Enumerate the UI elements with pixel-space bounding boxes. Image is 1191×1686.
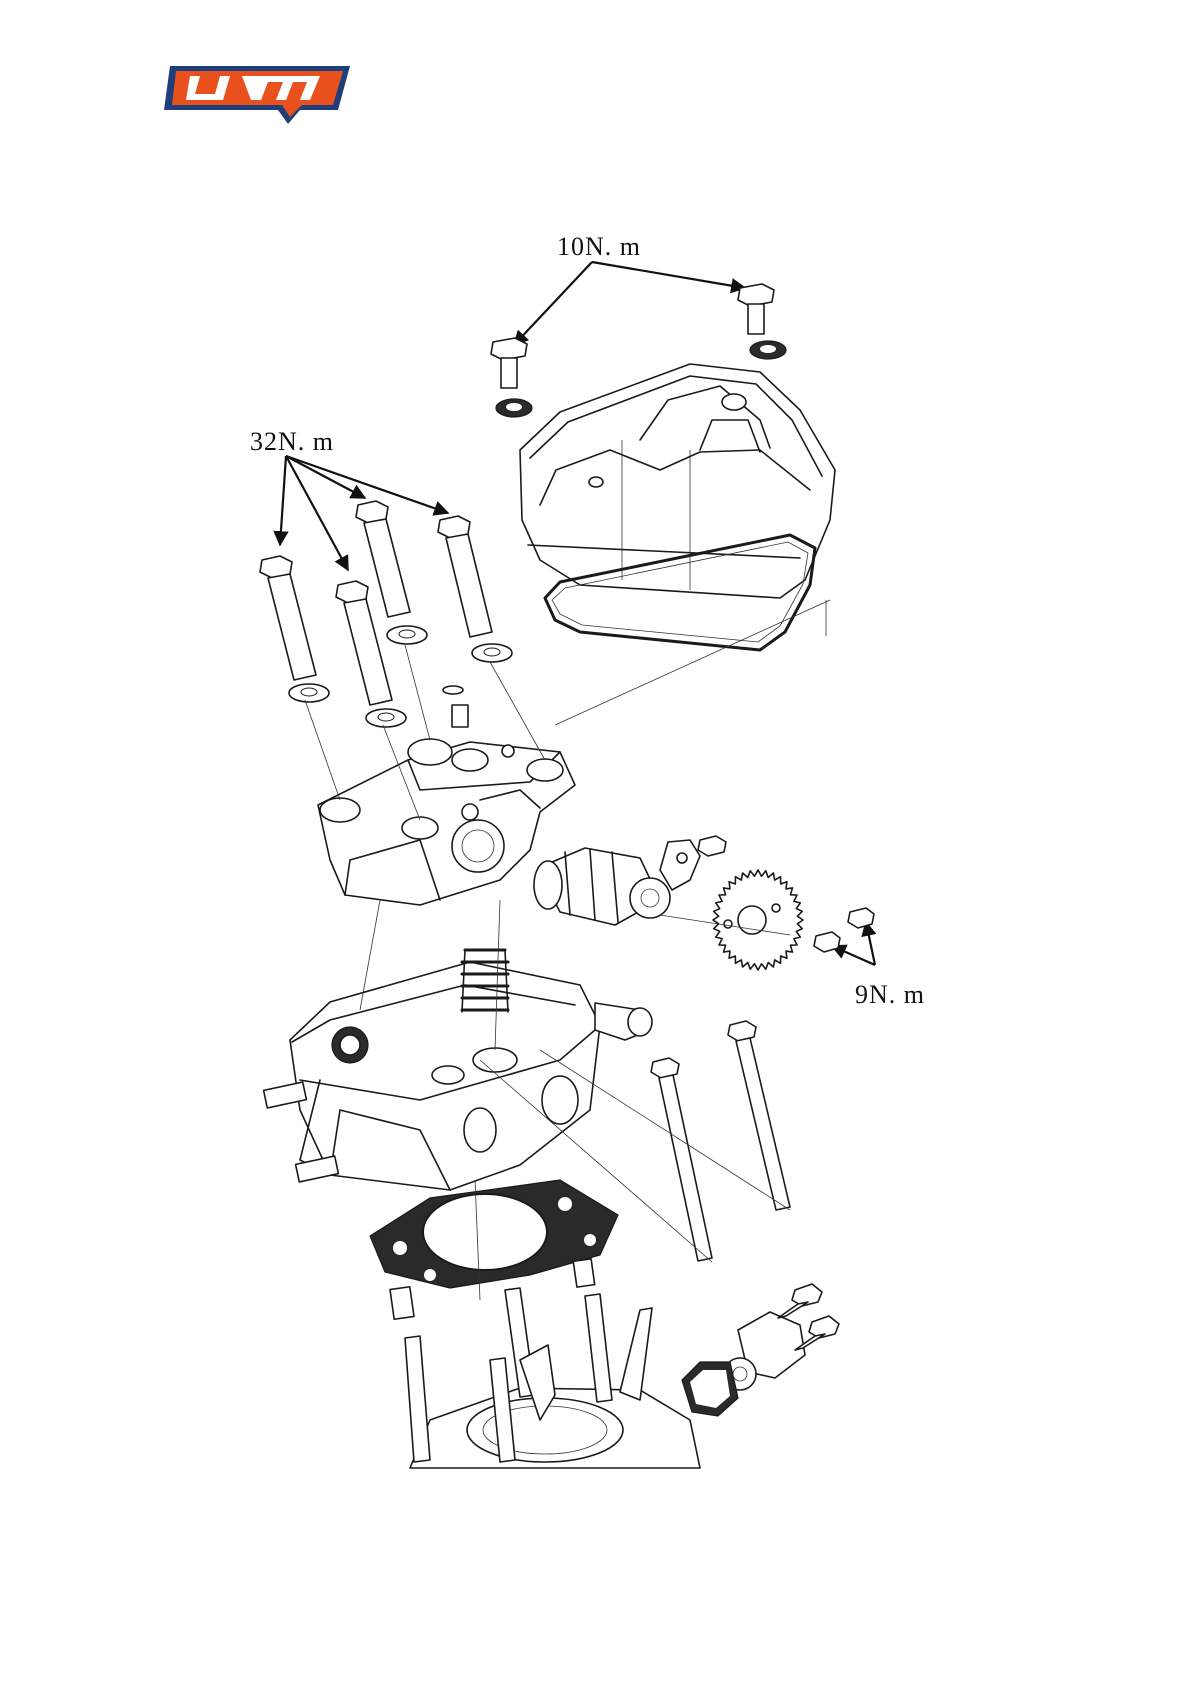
sprocket-hub xyxy=(738,906,766,934)
cover-bolt-torque-arrows xyxy=(514,262,745,345)
head-bolt-4 xyxy=(438,516,512,662)
cylinder-head xyxy=(264,962,652,1190)
long-stud-2 xyxy=(728,1021,790,1210)
cylinder-block xyxy=(390,1259,700,1468)
cover-bolt-torque-label: 10N. m xyxy=(557,232,641,262)
camshaft xyxy=(534,848,670,925)
dowel-pin xyxy=(443,686,468,727)
cam-sprocket xyxy=(713,870,803,970)
head-bolt-torque-label: 32N. m xyxy=(250,427,334,457)
cover-bolt-left xyxy=(491,338,532,417)
sprocket-bolt-hole xyxy=(772,904,780,912)
sprocket-bolt-torque-label: 9N. m xyxy=(855,980,925,1010)
camshaft-retainer-plate xyxy=(660,836,726,890)
valve-cover xyxy=(520,364,835,598)
cover-bolt-right xyxy=(738,284,786,359)
sprocket-bolts xyxy=(814,908,874,952)
cam-chain-tensioner xyxy=(682,1284,839,1416)
head-bolt-1 xyxy=(260,556,329,702)
sprocket-bolt-hole xyxy=(724,920,732,928)
long-stud-1 xyxy=(651,1058,712,1261)
